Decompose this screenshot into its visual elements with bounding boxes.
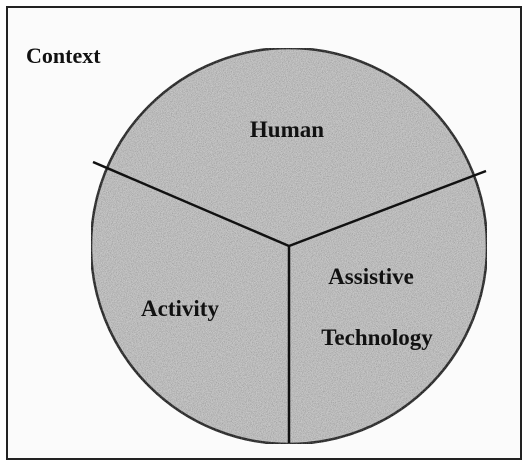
divider-left — [92, 160, 290, 248]
divider-right — [288, 169, 487, 248]
segment-human: Human — [250, 117, 324, 142]
context-label: Context — [26, 43, 101, 68]
segment-assistive-line2: Technology — [321, 325, 433, 350]
segment-activity: Activity — [141, 296, 219, 321]
segment-assistive-line1: Assistive — [328, 264, 414, 289]
